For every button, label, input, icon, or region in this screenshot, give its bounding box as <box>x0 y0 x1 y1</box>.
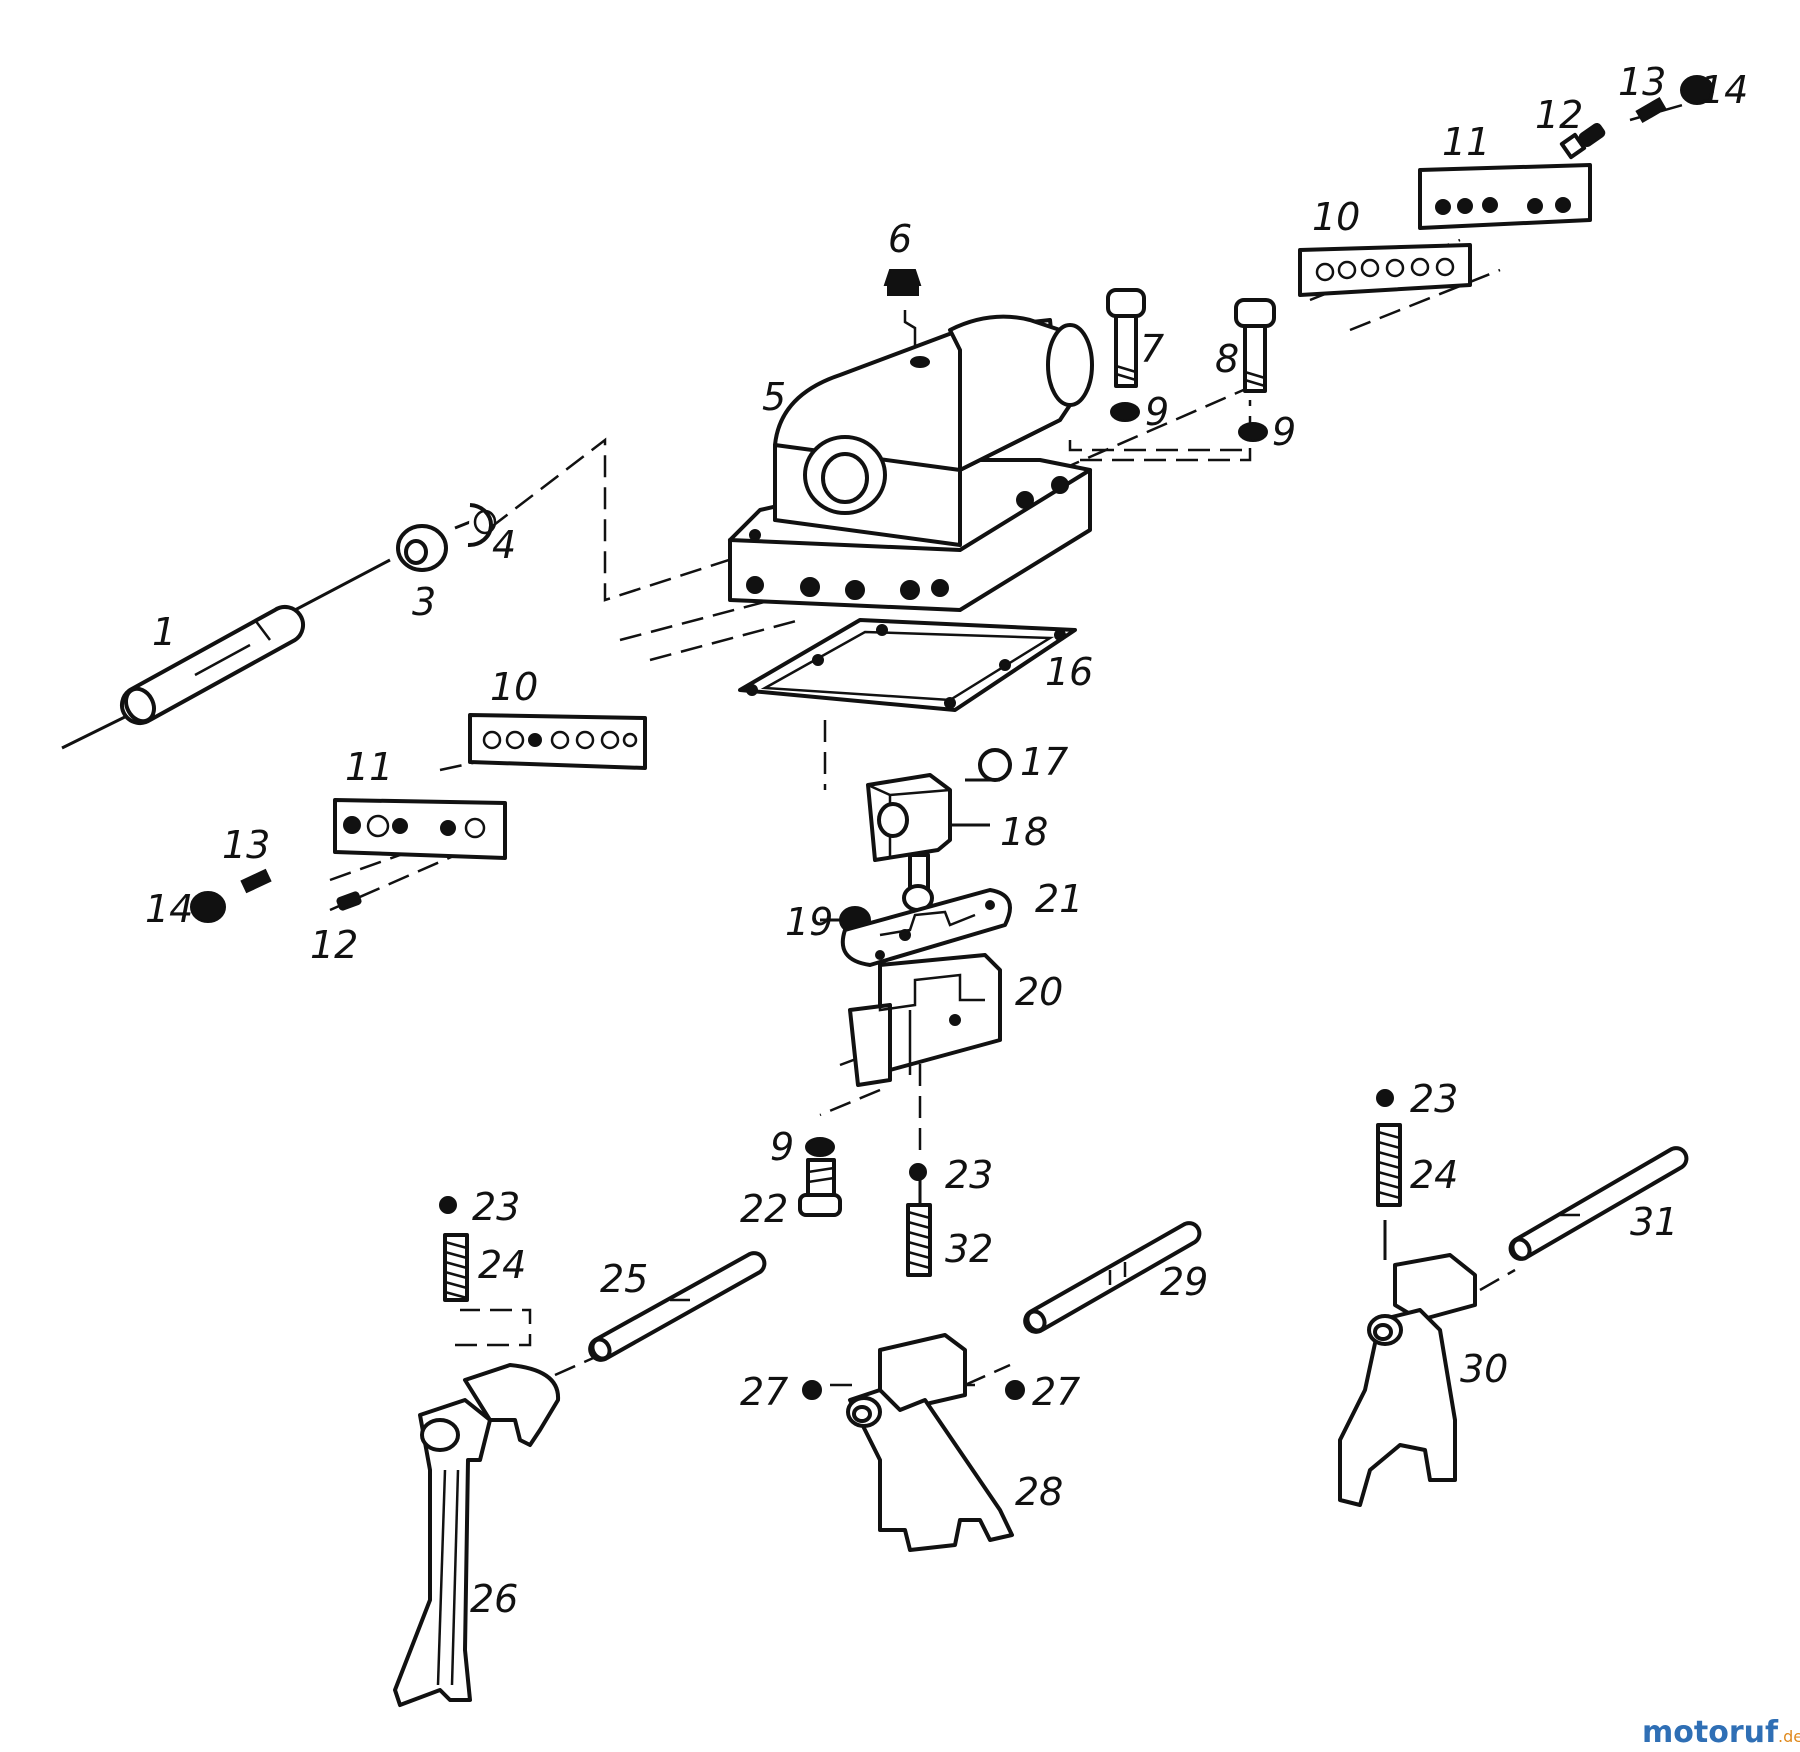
screw-part-12 <box>336 891 362 911</box>
plug-part-6 <box>883 269 922 296</box>
plate-part-10 <box>1298 243 1472 297</box>
bolt-part-22 <box>798 1158 842 1217</box>
watermark-text: motoruf <box>1642 1715 1779 1750</box>
shaft-axis-line <box>294 558 391 612</box>
plate-part-11 <box>333 798 507 860</box>
selector-fork-part-28 <box>802 1333 1025 1552</box>
part-label: 23 <box>1410 1077 1458 1121</box>
dashed-leader <box>1068 440 1250 452</box>
part-label: 13 <box>222 823 270 867</box>
part-label: 9 <box>770 1125 794 1169</box>
gate-plate-part-21 <box>840 888 1012 967</box>
spring-part-13 <box>240 868 272 894</box>
bolt-part-7 <box>1106 288 1146 388</box>
part-label: 21 <box>1035 877 1083 921</box>
part-label: 9 <box>1145 390 1169 434</box>
dashed-leader <box>455 1308 532 1347</box>
part-label: 14 <box>1700 68 1748 112</box>
selector-lever-part-26 <box>393 1363 561 1707</box>
ball-part-23 <box>439 1196 457 1214</box>
part-label: 26 <box>470 1577 518 1621</box>
part-label: 10 <box>490 665 538 709</box>
part-label: 20 <box>1015 970 1063 1014</box>
part-label: 17 <box>1020 740 1068 784</box>
part-label: 13 <box>1618 60 1666 104</box>
spring-part-32 <box>906 1203 932 1277</box>
part-label: 6 <box>888 217 912 261</box>
part-label: 23 <box>945 1153 993 1197</box>
part-label: 30 <box>1460 1347 1508 1391</box>
part-label: 24 <box>478 1243 526 1287</box>
part-label: 16 <box>1045 650 1093 694</box>
selector-fork-part-30 <box>1338 1253 1477 1507</box>
dashed-leader <box>649 618 801 662</box>
circlip-part-4 <box>467 503 497 548</box>
dashed-leader <box>964 1363 1011 1387</box>
dashed-leader <box>489 437 761 602</box>
part-labels: 1 3 4 5 6 7 8 9 9 9 10 10 11 11 12 12 13… <box>145 60 1748 1621</box>
washer-part-9 <box>1110 402 1140 422</box>
gasket-part-16 <box>738 618 1077 712</box>
part-label: 28 <box>1015 1470 1063 1514</box>
part-label: 25 <box>600 1257 648 1301</box>
leader-line <box>903 310 917 348</box>
dashed-leader <box>819 1088 881 1117</box>
selector-rod-part-25 <box>588 1251 767 1362</box>
part-label: 9 <box>1272 410 1296 454</box>
spring-part-13 <box>1635 96 1667 124</box>
part-label: 11 <box>345 745 393 789</box>
watermark-suffix: .de <box>1778 1727 1800 1746</box>
selector-block-part-18 <box>866 773 952 912</box>
spring-part-24 <box>1376 1123 1402 1207</box>
washer-part-9 <box>1238 422 1268 442</box>
watermark-logo: motoruf.de <box>1642 1715 1800 1750</box>
part-label: 19 <box>785 900 833 944</box>
part-label: 29 <box>1160 1260 1208 1304</box>
selector-rod-part-31 <box>1508 1146 1689 1261</box>
ball-part-23 <box>1376 1089 1394 1107</box>
part-label: 5 <box>762 375 786 419</box>
screw-part-12 <box>1559 122 1606 160</box>
bracket-part-20 <box>848 953 1002 1087</box>
shaft-part-1 <box>120 604 305 726</box>
o-ring-part-17 <box>978 748 1012 782</box>
part-label: 3 <box>412 580 436 624</box>
plate-part-11 <box>1418 163 1592 230</box>
shaft-axis-line <box>61 710 136 750</box>
dashed-leader <box>1349 268 1501 332</box>
part-label: 22 <box>740 1187 788 1231</box>
gearbox-housing-part-5 <box>728 314 1094 612</box>
part-label: 18 <box>1000 810 1048 854</box>
part-label: 10 <box>1312 195 1360 239</box>
part-label: 24 <box>1410 1153 1458 1197</box>
washer-part-9 <box>805 1137 835 1157</box>
part-label: 12 <box>1535 93 1583 137</box>
part-label: 1 <box>152 610 176 654</box>
svg-text:motoruf.de: motoruf.de <box>1642 1715 1800 1750</box>
ball-part-23 <box>909 1163 927 1181</box>
plate-part-10 <box>468 713 647 770</box>
ball-part-14 <box>190 891 226 923</box>
part-label: 23 <box>472 1185 520 1229</box>
part-label: 14 <box>145 887 193 931</box>
selector-rod-part-29 <box>1023 1221 1202 1334</box>
ball-part-14 <box>1680 75 1714 105</box>
spring-part-24 <box>443 1233 469 1302</box>
bolt-part-8 <box>1234 298 1276 393</box>
part-label: 8 <box>1215 337 1239 381</box>
part-label: 31 <box>1630 1200 1678 1244</box>
part-label: 32 <box>945 1227 993 1271</box>
dashed-leader <box>1059 383 1256 472</box>
part-label: 11 <box>1442 120 1490 164</box>
part-label: 27 <box>740 1370 788 1414</box>
part-label: 12 <box>310 923 358 967</box>
part-label: 27 <box>1032 1370 1080 1414</box>
part-label: 4 <box>492 523 516 567</box>
ring-part-3 <box>396 524 448 572</box>
part-label: 7 <box>1140 327 1164 371</box>
dashed-leader <box>1479 1268 1516 1292</box>
dashed-leader <box>1080 400 1252 462</box>
